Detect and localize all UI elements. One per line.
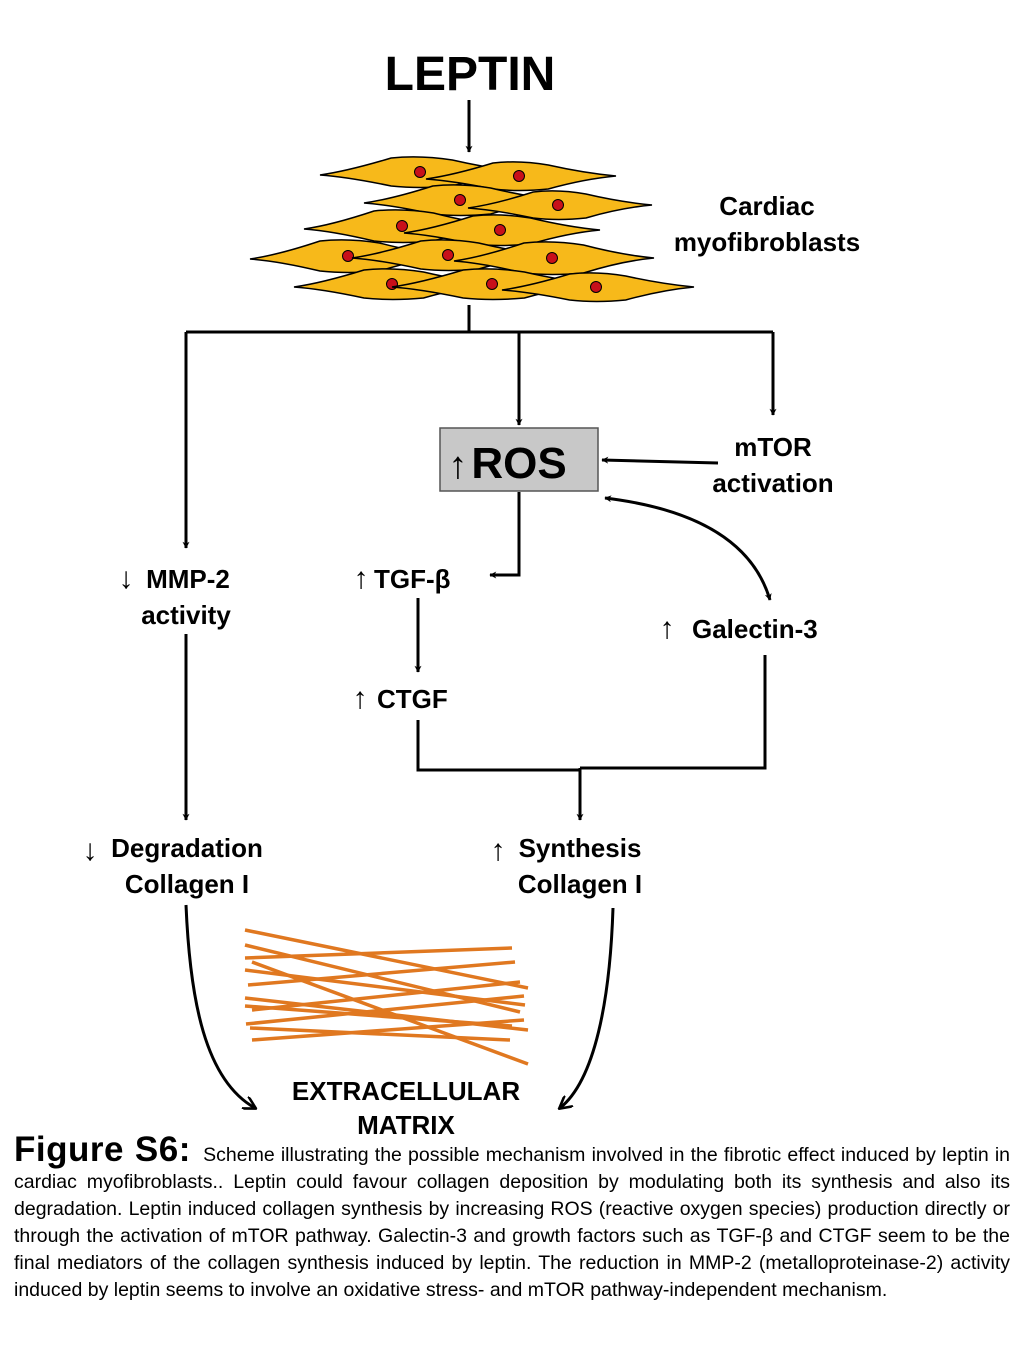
myofibroblast-cells-illustration — [249, 156, 695, 303]
cell-nucleus — [590, 281, 602, 293]
synthesis-label: Synthesis — [519, 833, 642, 863]
galectin-label: Galectin-3 — [692, 614, 818, 644]
figure-caption-text: Scheme illustrating the possible mechani… — [14, 1144, 1011, 1301]
ros-galectin-double-arrow — [604, 495, 772, 601]
degradation-collagen-label: Collagen I — [125, 869, 249, 899]
cell-nucleus — [546, 252, 558, 264]
ecm-matrix-label: MATRIX — [357, 1110, 455, 1135]
leptin-title: LEPTIN — [385, 48, 556, 101]
merge-connectors — [416, 655, 767, 821]
myofibroblasts-label: myofibroblasts — [674, 227, 860, 257]
ros-box — [439, 427, 599, 492]
cardiac-label: Cardiac — [719, 191, 814, 221]
degradation-to-ecm-arrow — [184, 904, 255, 1108]
degradation-label: Degradation — [111, 833, 263, 863]
mmp2-down-arrow: ↓ — [119, 562, 134, 595]
mmp2-label: MMP-2 — [146, 564, 230, 594]
ros-label: ROS — [471, 439, 566, 488]
collagen-fiber — [251, 980, 521, 1012]
ecm-label: EXTRACELLULAR — [292, 1076, 520, 1106]
synthesis-collagen-label: Collagen I — [518, 869, 642, 899]
cell-nucleus — [442, 249, 454, 261]
cell-nucleus — [342, 250, 354, 262]
cell-nucleus — [454, 194, 466, 206]
mtor-label: mTOR — [734, 432, 812, 462]
ros-to-tgf-arrow — [489, 492, 521, 579]
cell-nucleus — [513, 170, 525, 182]
mmp2-activity-label: activity — [141, 600, 231, 630]
collagen-fiber — [251, 960, 529, 1066]
collagen-fibers-illustration — [244, 928, 529, 1066]
cell-nucleus — [494, 224, 506, 236]
cell-nucleus — [414, 166, 426, 178]
ctgf-label: CTGF — [377, 684, 448, 714]
cell-nucleus — [396, 220, 408, 232]
tgf-up-arrow: ↑ — [354, 562, 369, 595]
galectin-up-arrow: ↑ — [660, 612, 675, 645]
tgf-beta-label: TGF-β — [374, 564, 451, 594]
degradation-down-arrow: ↓ — [83, 834, 98, 867]
figure-caption: Figure S6: Scheme illustrating the possi… — [14, 1132, 1011, 1304]
collagen-fiber — [244, 1004, 513, 1028]
collagen-fiber — [247, 960, 516, 987]
mechanism-diagram: LEPTIN Cardiac myofibroblasts ↑ ROS mTOR… — [83, 48, 861, 1135]
synthesis-up-arrow: ↑ — [491, 834, 506, 867]
cell-nucleus — [552, 199, 564, 211]
collagen-fiber — [244, 946, 513, 960]
ctgf-up-arrow: ↑ — [353, 682, 368, 715]
figure-label: Figure S6: — [14, 1130, 191, 1169]
cell-nucleus — [486, 278, 498, 290]
branch-connectors — [182, 305, 777, 549]
mtor-to-ros-arrow — [601, 456, 719, 465]
mtor-activation-label: activation — [712, 468, 833, 498]
ros-up-arrow: ↑ — [449, 445, 468, 487]
collagen-fiber — [244, 928, 529, 990]
synthesis-to-ecm-arrow — [560, 907, 615, 1108]
collagen-fiber — [249, 1026, 511, 1042]
